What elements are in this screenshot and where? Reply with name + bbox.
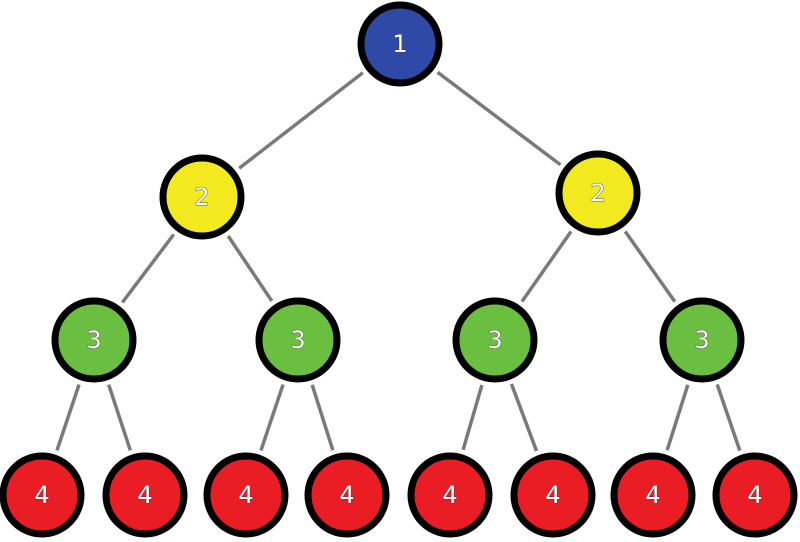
- tree-edge: [310, 384, 335, 451]
- node-label: 2: [590, 179, 605, 207]
- node-circle: [712, 452, 798, 538]
- tree-node-level-2: 2: [555, 150, 641, 236]
- node-circle: [407, 452, 493, 538]
- node-circle: [102, 452, 188, 538]
- node-circle: [357, 1, 443, 87]
- node-circle: [255, 297, 341, 383]
- node-circle: [610, 452, 696, 538]
- node-label: 4: [339, 481, 354, 509]
- tree-node-level-3: 3: [255, 297, 341, 383]
- node-label: 3: [694, 326, 709, 354]
- node-label: 3: [290, 326, 305, 354]
- tree-edge: [259, 384, 285, 451]
- node-label: 4: [137, 481, 152, 509]
- node-circle: [452, 297, 538, 383]
- tree-node-level-3: 3: [452, 297, 538, 383]
- tree-edges: [55, 70, 742, 452]
- tree-node-level-4: 4: [304, 452, 390, 538]
- node-label: 1: [392, 30, 407, 58]
- node-label: 2: [194, 183, 209, 211]
- node-circle: [555, 150, 641, 236]
- tree-edge: [238, 71, 364, 170]
- tree-edge: [520, 230, 573, 303]
- tree-edge: [226, 235, 274, 302]
- tree-edge: [623, 230, 677, 303]
- node-circle: [203, 452, 289, 538]
- node-label: 3: [487, 326, 502, 354]
- tree-edge: [461, 384, 484, 451]
- tree-edge: [509, 383, 539, 452]
- tree-node-level-4: 4: [0, 452, 85, 538]
- node-circle: [304, 452, 390, 538]
- node-label: 4: [442, 481, 457, 509]
- node-circle: [159, 154, 245, 240]
- tree-edge: [55, 384, 81, 451]
- tree-node-level-4: 4: [102, 452, 188, 538]
- node-label: 3: [86, 326, 101, 354]
- node-circle: [659, 297, 745, 383]
- tree-edge: [665, 384, 690, 451]
- tree-edge: [715, 383, 742, 452]
- node-label: 4: [747, 481, 762, 509]
- tree-node-level-3: 3: [51, 297, 137, 383]
- tree-node-level-3: 3: [659, 297, 745, 383]
- tree-edge: [436, 70, 562, 167]
- node-label: 4: [545, 481, 560, 509]
- tree-edge: [107, 384, 132, 451]
- node-label: 4: [34, 481, 49, 509]
- tree-node-level-2: 2: [159, 154, 245, 240]
- node-circle: [51, 297, 137, 383]
- tree-node-level-1: 1: [357, 1, 443, 87]
- tree-node-level-4: 4: [407, 452, 493, 538]
- tree-node-level-4: 4: [712, 452, 798, 538]
- tree-node-level-4: 4: [610, 452, 696, 538]
- tree-edge: [120, 233, 176, 304]
- tree-node-level-4: 4: [510, 452, 596, 538]
- node-circle: [0, 452, 85, 538]
- tree-node-level-4: 4: [203, 452, 289, 538]
- node-label: 4: [238, 481, 253, 509]
- node-circle: [510, 452, 596, 538]
- node-label: 4: [645, 481, 660, 509]
